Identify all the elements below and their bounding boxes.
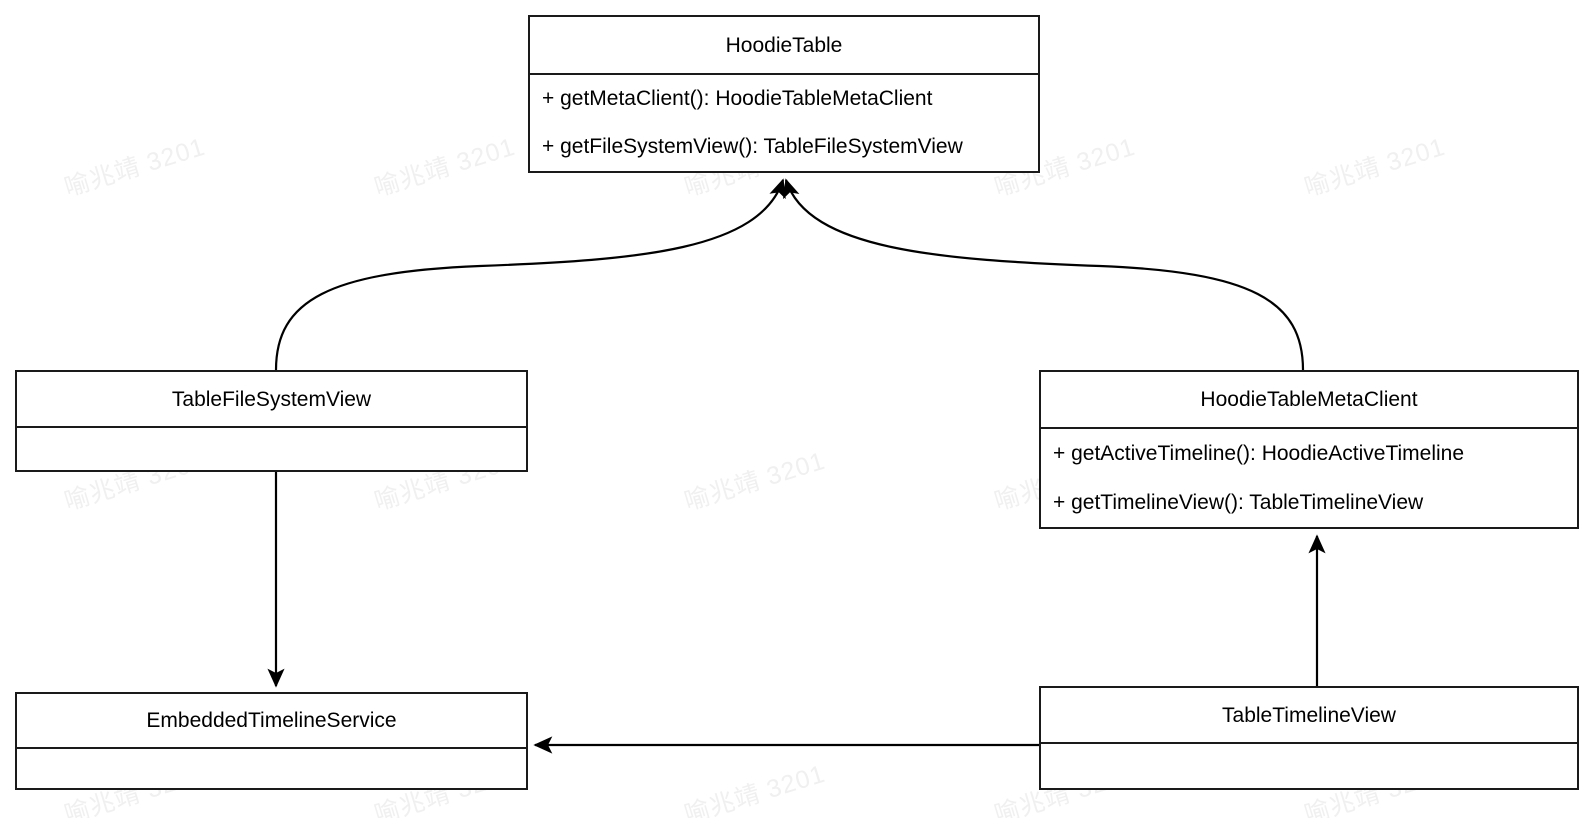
watermark-text: 喻兆靖 3201 — [371, 132, 519, 203]
class-name-hoodie-table-meta-client: HoodieTableMetaClient — [1200, 388, 1418, 411]
class-member: + getFileSystemView(): TableFileSystemVi… — [542, 135, 963, 158]
watermark-text: 喻兆靖 3201 — [681, 446, 829, 517]
relationship-tablefilesystemview-to-hoodietable — [274, 178, 786, 371]
class-box-table-timeline-view[interactable]: TableTimelineView — [1039, 686, 1579, 790]
class-box-embedded-timeline-service[interactable]: EmbeddedTimelineService — [15, 692, 528, 790]
watermark-text: 喻兆靖 3201 — [1301, 132, 1449, 203]
watermark-text: 喻兆靖 3201 — [681, 759, 829, 818]
class-compartment-divider — [1041, 742, 1577, 744]
class-members-hoodie-table: + getMetaClient(): HoodieTableMetaClient… — [530, 75, 1038, 171]
class-member: + getTimelineView(): TableTimelineView — [1053, 490, 1424, 514]
class-box-hoodie-table[interactable]: HoodieTable + getMetaClient(): HoodieTabl… — [528, 15, 1040, 173]
class-compartment-divider — [1041, 427, 1577, 429]
class-name-embedded-timeline-service: EmbeddedTimelineService — [146, 709, 397, 732]
relationship-hoodietablemetaclient-to-hoodietable — [783, 178, 1305, 371]
class-members-hoodie-table-meta-client: + getActiveTimeline(): HoodieActiveTimel… — [1041, 429, 1577, 527]
watermark-text: 喻兆靖 3201 — [61, 132, 209, 203]
class-name-table-file-system-view: TableFileSystemView — [171, 387, 372, 411]
class-compartment-divider — [530, 73, 1038, 75]
class-name-hoodie-table: HoodieTable — [725, 33, 843, 57]
class-box-table-file-system-view[interactable]: TableFileSystemView — [15, 370, 528, 472]
class-name-table-timeline-view: TableTimelineView — [1222, 703, 1396, 727]
class-compartment-divider — [17, 747, 526, 749]
class-member: + getActiveTimeline(): HoodieActiveTimel… — [1053, 441, 1465, 465]
class-box-hoodie-table-meta-client[interactable]: HoodieTableMetaClient + getActiveTimeline… — [1039, 370, 1579, 529]
class-members-table-timeline-view — [1041, 744, 1577, 788]
class-compartment-divider — [17, 426, 526, 428]
class-member: + getMetaClient(): HoodieTableMetaClient — [542, 87, 933, 110]
class-members-embedded-timeline-service — [17, 749, 526, 788]
class-members-table-file-system-view — [17, 428, 526, 470]
